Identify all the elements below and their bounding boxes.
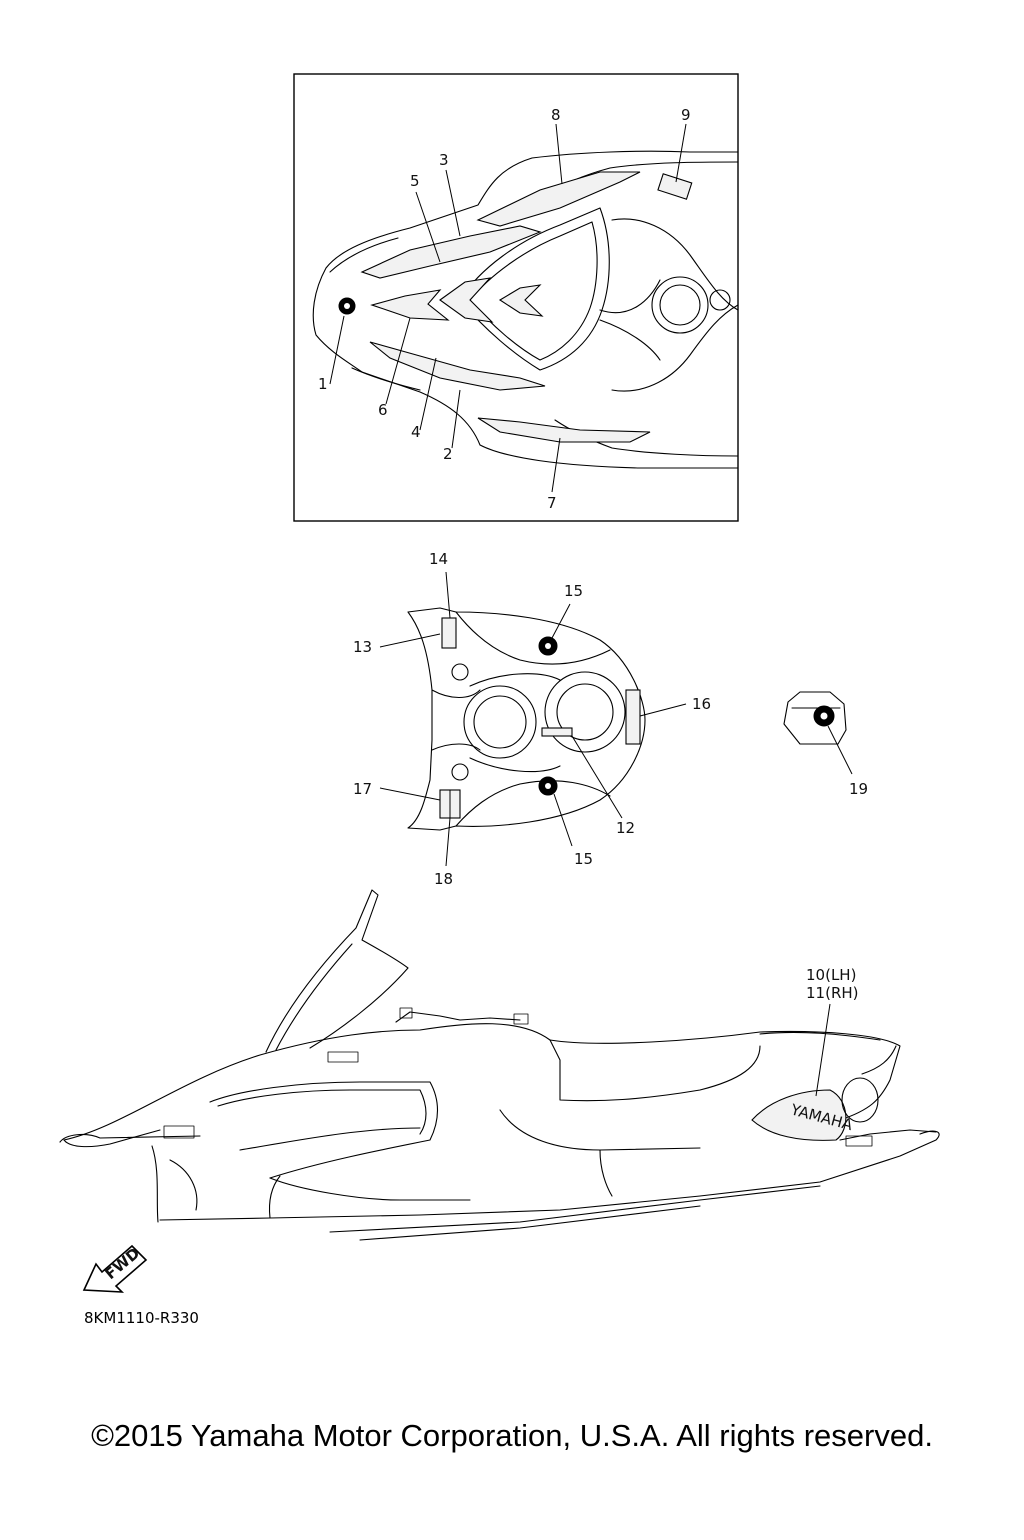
rear-body-top-view: 13 14 15 16 17 18 15 12 <box>353 550 711 888</box>
callout-6: 6 <box>378 401 388 419</box>
reference-code: 8KM1110-R330 <box>84 1309 199 1327</box>
fwd-arrow-icon: FWD <box>82 1244 148 1293</box>
emblem-part-view: 19 <box>783 691 868 798</box>
callout-14: 14 <box>429 550 448 568</box>
callout-15-lower: 15 <box>574 850 593 868</box>
callout-9: 9 <box>681 106 691 124</box>
callout-1: 1 <box>318 375 328 393</box>
callout-8: 8 <box>551 106 561 124</box>
snowmobile-side-view: YAMAHA 10(LH) 11(RH) <box>59 889 940 1241</box>
callout-7: 7 <box>547 494 557 512</box>
callout-2: 2 <box>443 445 453 463</box>
detail-frame <box>293 73 739 522</box>
callout-17: 17 <box>353 780 372 798</box>
callout-10-lh: 10(LH) <box>806 966 856 984</box>
callout-5: 5 <box>410 172 420 190</box>
callout-3: 3 <box>439 151 449 169</box>
callout-16: 16 <box>692 695 711 713</box>
callout-4: 4 <box>411 423 421 441</box>
callout-13: 13 <box>353 638 372 656</box>
hood-top-view: 1 2 3 4 5 6 7 8 9 <box>293 73 739 522</box>
copyright-notice: ©2015 Yamaha Motor Corporation, U.S.A. A… <box>91 1418 933 1453</box>
callout-18: 18 <box>434 870 453 888</box>
callout-11-rh: 11(RH) <box>806 984 859 1002</box>
callout-15-upper: 15 <box>564 582 583 600</box>
callout-19: 19 <box>849 780 868 798</box>
callout-12: 12 <box>616 819 635 837</box>
